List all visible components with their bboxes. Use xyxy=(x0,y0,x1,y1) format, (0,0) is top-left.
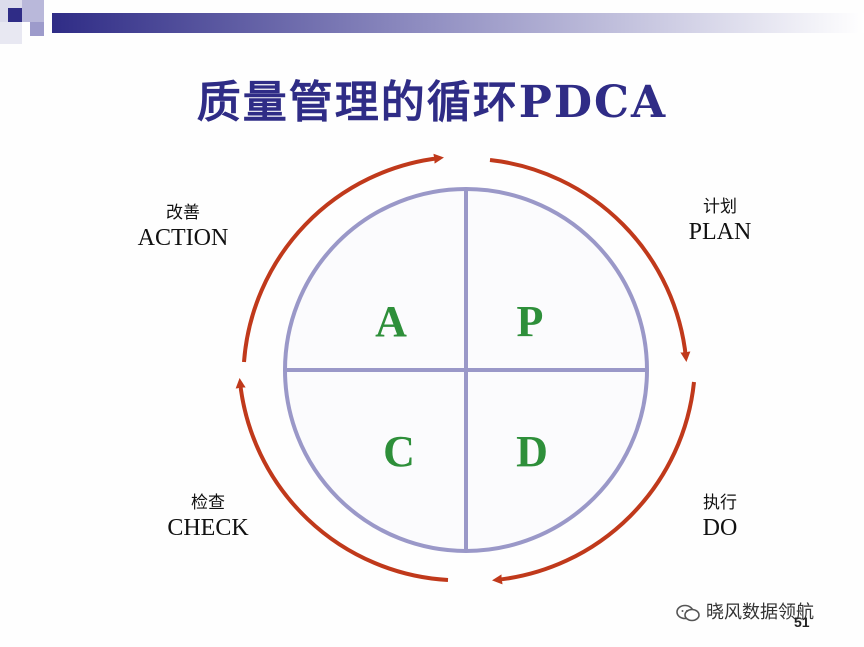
stage-do-en: DO xyxy=(702,515,738,541)
header-decoration xyxy=(0,0,864,44)
stage-action-cn: 改善 xyxy=(166,203,200,223)
watermark-text: 晓风数据领航 xyxy=(706,602,814,623)
arrow-plan-to-do xyxy=(489,158,691,362)
page-number: 51 xyxy=(794,614,810,630)
stage-check-cn: 检查 xyxy=(191,493,225,513)
stage-do: 执行 DO xyxy=(680,488,760,542)
arrow-action-to-plan xyxy=(242,153,444,363)
stage-plan-cn: 计划 xyxy=(703,197,737,217)
stage-check-en: CHECK xyxy=(167,515,249,541)
stage-action-en: ACTION xyxy=(137,225,229,251)
stage-check: 检查 CHECK xyxy=(148,488,268,542)
stage-do-cn: 执行 xyxy=(703,493,737,513)
arrow-do-to-check xyxy=(492,381,696,585)
stage-plan-en: PLAN xyxy=(688,219,752,245)
stage-plan: 计划 PLAN xyxy=(670,192,770,246)
quadrant-a: A xyxy=(375,297,407,346)
quadrant-c: C xyxy=(383,427,415,476)
wechat-icon xyxy=(676,604,700,622)
watermark: 晓风数据领航 xyxy=(676,598,846,624)
slide-title: 质量管理的循环PDCA xyxy=(196,77,668,128)
stage-action: 改善 ACTION xyxy=(118,198,248,252)
quadrant-p: P xyxy=(516,297,544,346)
quadrant-d: D xyxy=(516,427,548,476)
arrow-check-to-action xyxy=(235,378,449,582)
